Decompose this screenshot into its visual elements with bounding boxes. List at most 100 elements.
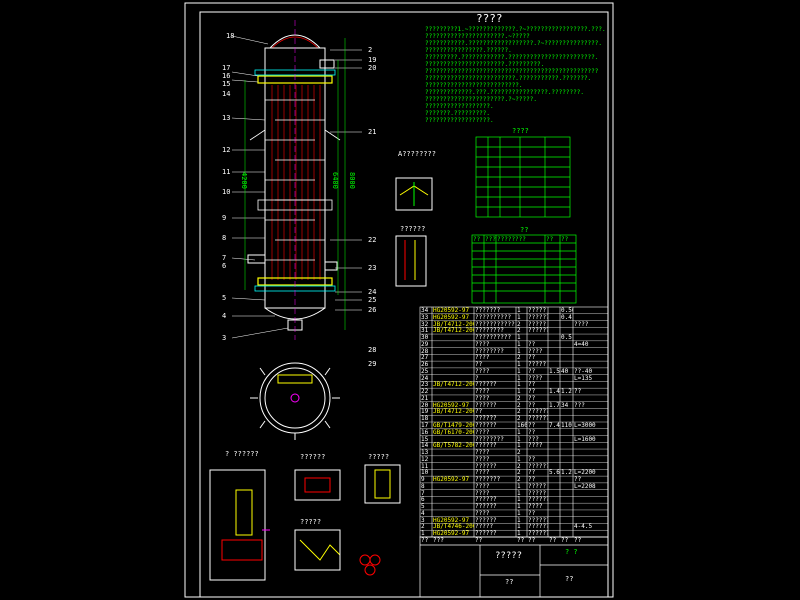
parts-cell: 24 (421, 374, 429, 382)
parts-cell: 4 (421, 509, 425, 517)
parts-cell: 9 (421, 476, 425, 484)
parts-cell: 1.4 (549, 388, 560, 396)
nozzle-header-cell: ?? (546, 236, 554, 243)
callout-7: 7 (222, 254, 227, 262)
callout-28: 28 (368, 346, 377, 354)
callout-4: 4 (222, 312, 227, 320)
title-block-grid (419, 536, 609, 598)
parts-cell: 1 (517, 496, 521, 504)
detail-2-label: ?????? (400, 225, 426, 233)
dimension-tube: 4200 (240, 172, 248, 189)
parts-cell: ?? (528, 388, 536, 396)
bottom-label-4: ????? (300, 518, 322, 526)
parts-cell: 2 (517, 401, 521, 409)
parts-cell: ??-40 (574, 367, 593, 375)
parts-cell: 1 (517, 361, 521, 369)
parts-cell: 1 (517, 455, 521, 463)
parts-cell: 1 (517, 503, 521, 511)
parts-cell: ???? (475, 394, 490, 402)
parts-cell: 0.56 (561, 307, 573, 314)
callout-13: 13 (222, 114, 231, 122)
parts-cell: 34 (421, 307, 429, 314)
parts-cell: ?????????? (475, 334, 512, 342)
dimension-shell: 6400 (331, 172, 339, 189)
parts-cell: ?? (528, 340, 536, 348)
parts-cell: 30 (421, 334, 429, 342)
parts-cell: ?????? (475, 401, 497, 409)
callout-26: 26 (368, 306, 377, 314)
callout-19: 19 (368, 56, 377, 64)
leader-lines (231, 35, 362, 339)
parts-cell: ??????????? (475, 320, 515, 328)
callout-17: 17 (222, 64, 231, 72)
parts-cell: HG20592-97 (433, 476, 470, 484)
parts-cell: ?? (528, 455, 536, 463)
note-line: ???????.?????????. (425, 110, 491, 117)
parts-cell: ?????? (475, 381, 497, 389)
parts-cell: 1 (517, 523, 521, 531)
parts-cell: JB/T4712-2000 (433, 327, 474, 335)
dimension-overall: 8000 (348, 172, 356, 189)
parts-cell: 1 (517, 340, 521, 348)
note-line: ??????????????????????.?????????. (425, 61, 545, 68)
parts-cell: ? (475, 374, 479, 382)
parts-cell: 7 (421, 489, 425, 497)
callout-16: 16 (222, 72, 231, 80)
callout-11: 11 (222, 168, 231, 176)
parts-cell: ???????? (475, 347, 504, 355)
parts-cell: 33 (421, 313, 429, 321)
note-line: ??????????????????????.?~?????. (425, 96, 537, 103)
parts-list: 34HG20592-97???????1?????0.5633HG20592-9… (420, 307, 608, 537)
callout-9: 9 (222, 214, 227, 222)
parts-cell: ?? (528, 422, 536, 429)
parts-cell: 2 (421, 523, 425, 531)
parts-cell: ?? (475, 361, 483, 369)
parts-cell: ???????? (528, 516, 548, 524)
column-vessel (247, 20, 341, 340)
parts-cell: 14 (421, 442, 429, 450)
parts-cell: 1 (517, 530, 521, 538)
nozzle-header-cell: ?? (561, 236, 569, 243)
parts-cell: 16 (421, 428, 429, 436)
parts-cell: 1 (517, 482, 521, 490)
parts-cell: HG20592-97 (433, 401, 470, 409)
spec-table-grid (475, 136, 571, 218)
callout-2: 2 (368, 46, 373, 54)
parts-cell: ?????? (475, 442, 497, 450)
parts-cell: ?? (574, 388, 582, 396)
parts-cell: 2 (517, 449, 521, 457)
note-line: ???????????.??????????????????.?~???????… (425, 40, 603, 47)
callout-8: 8 (222, 234, 227, 242)
parts-cell: ?????? (528, 523, 548, 531)
nozzle-header-cell: ??? (485, 236, 496, 243)
parts-cell: 7.4 (549, 422, 560, 429)
parts-cell: ?????? (528, 496, 548, 504)
parts-cell: 2 (517, 462, 521, 470)
parts-cell: ????? (528, 307, 547, 314)
parts-cell: ?? (528, 381, 536, 389)
parts-cell: ???? (475, 428, 490, 436)
parts-cell: ?????????? (475, 313, 512, 321)
callout-15: 15 (222, 80, 231, 88)
parts-cell: 11 (421, 462, 429, 470)
dimension-lines (244, 38, 346, 330)
parts-cell: 34 (561, 401, 569, 409)
parts-cell: 19 (421, 408, 429, 416)
parts-cell: ???? (528, 347, 543, 355)
parts-cell: 1 (517, 428, 521, 436)
parts-cell: ???? (475, 354, 490, 362)
spec-table-title: ???? (512, 127, 529, 135)
parts-cell: ???? (475, 469, 490, 477)
parts-header-cell: ?? (549, 537, 557, 544)
drawing-title: ???? (476, 12, 503, 25)
callout-6: 6 (222, 262, 227, 270)
parts-cell: 1 (517, 388, 521, 396)
parts-cell: 2 (517, 354, 521, 362)
callout-23: 23 (368, 264, 377, 272)
callout-25: 25 (368, 296, 377, 304)
parts-cell: ?????? (475, 415, 497, 423)
callout-3: 3 (222, 334, 227, 342)
note-line: ??????????????????. (425, 103, 494, 110)
callout-22: 22 (368, 236, 377, 244)
bottom-label-3: ????? (368, 453, 390, 461)
